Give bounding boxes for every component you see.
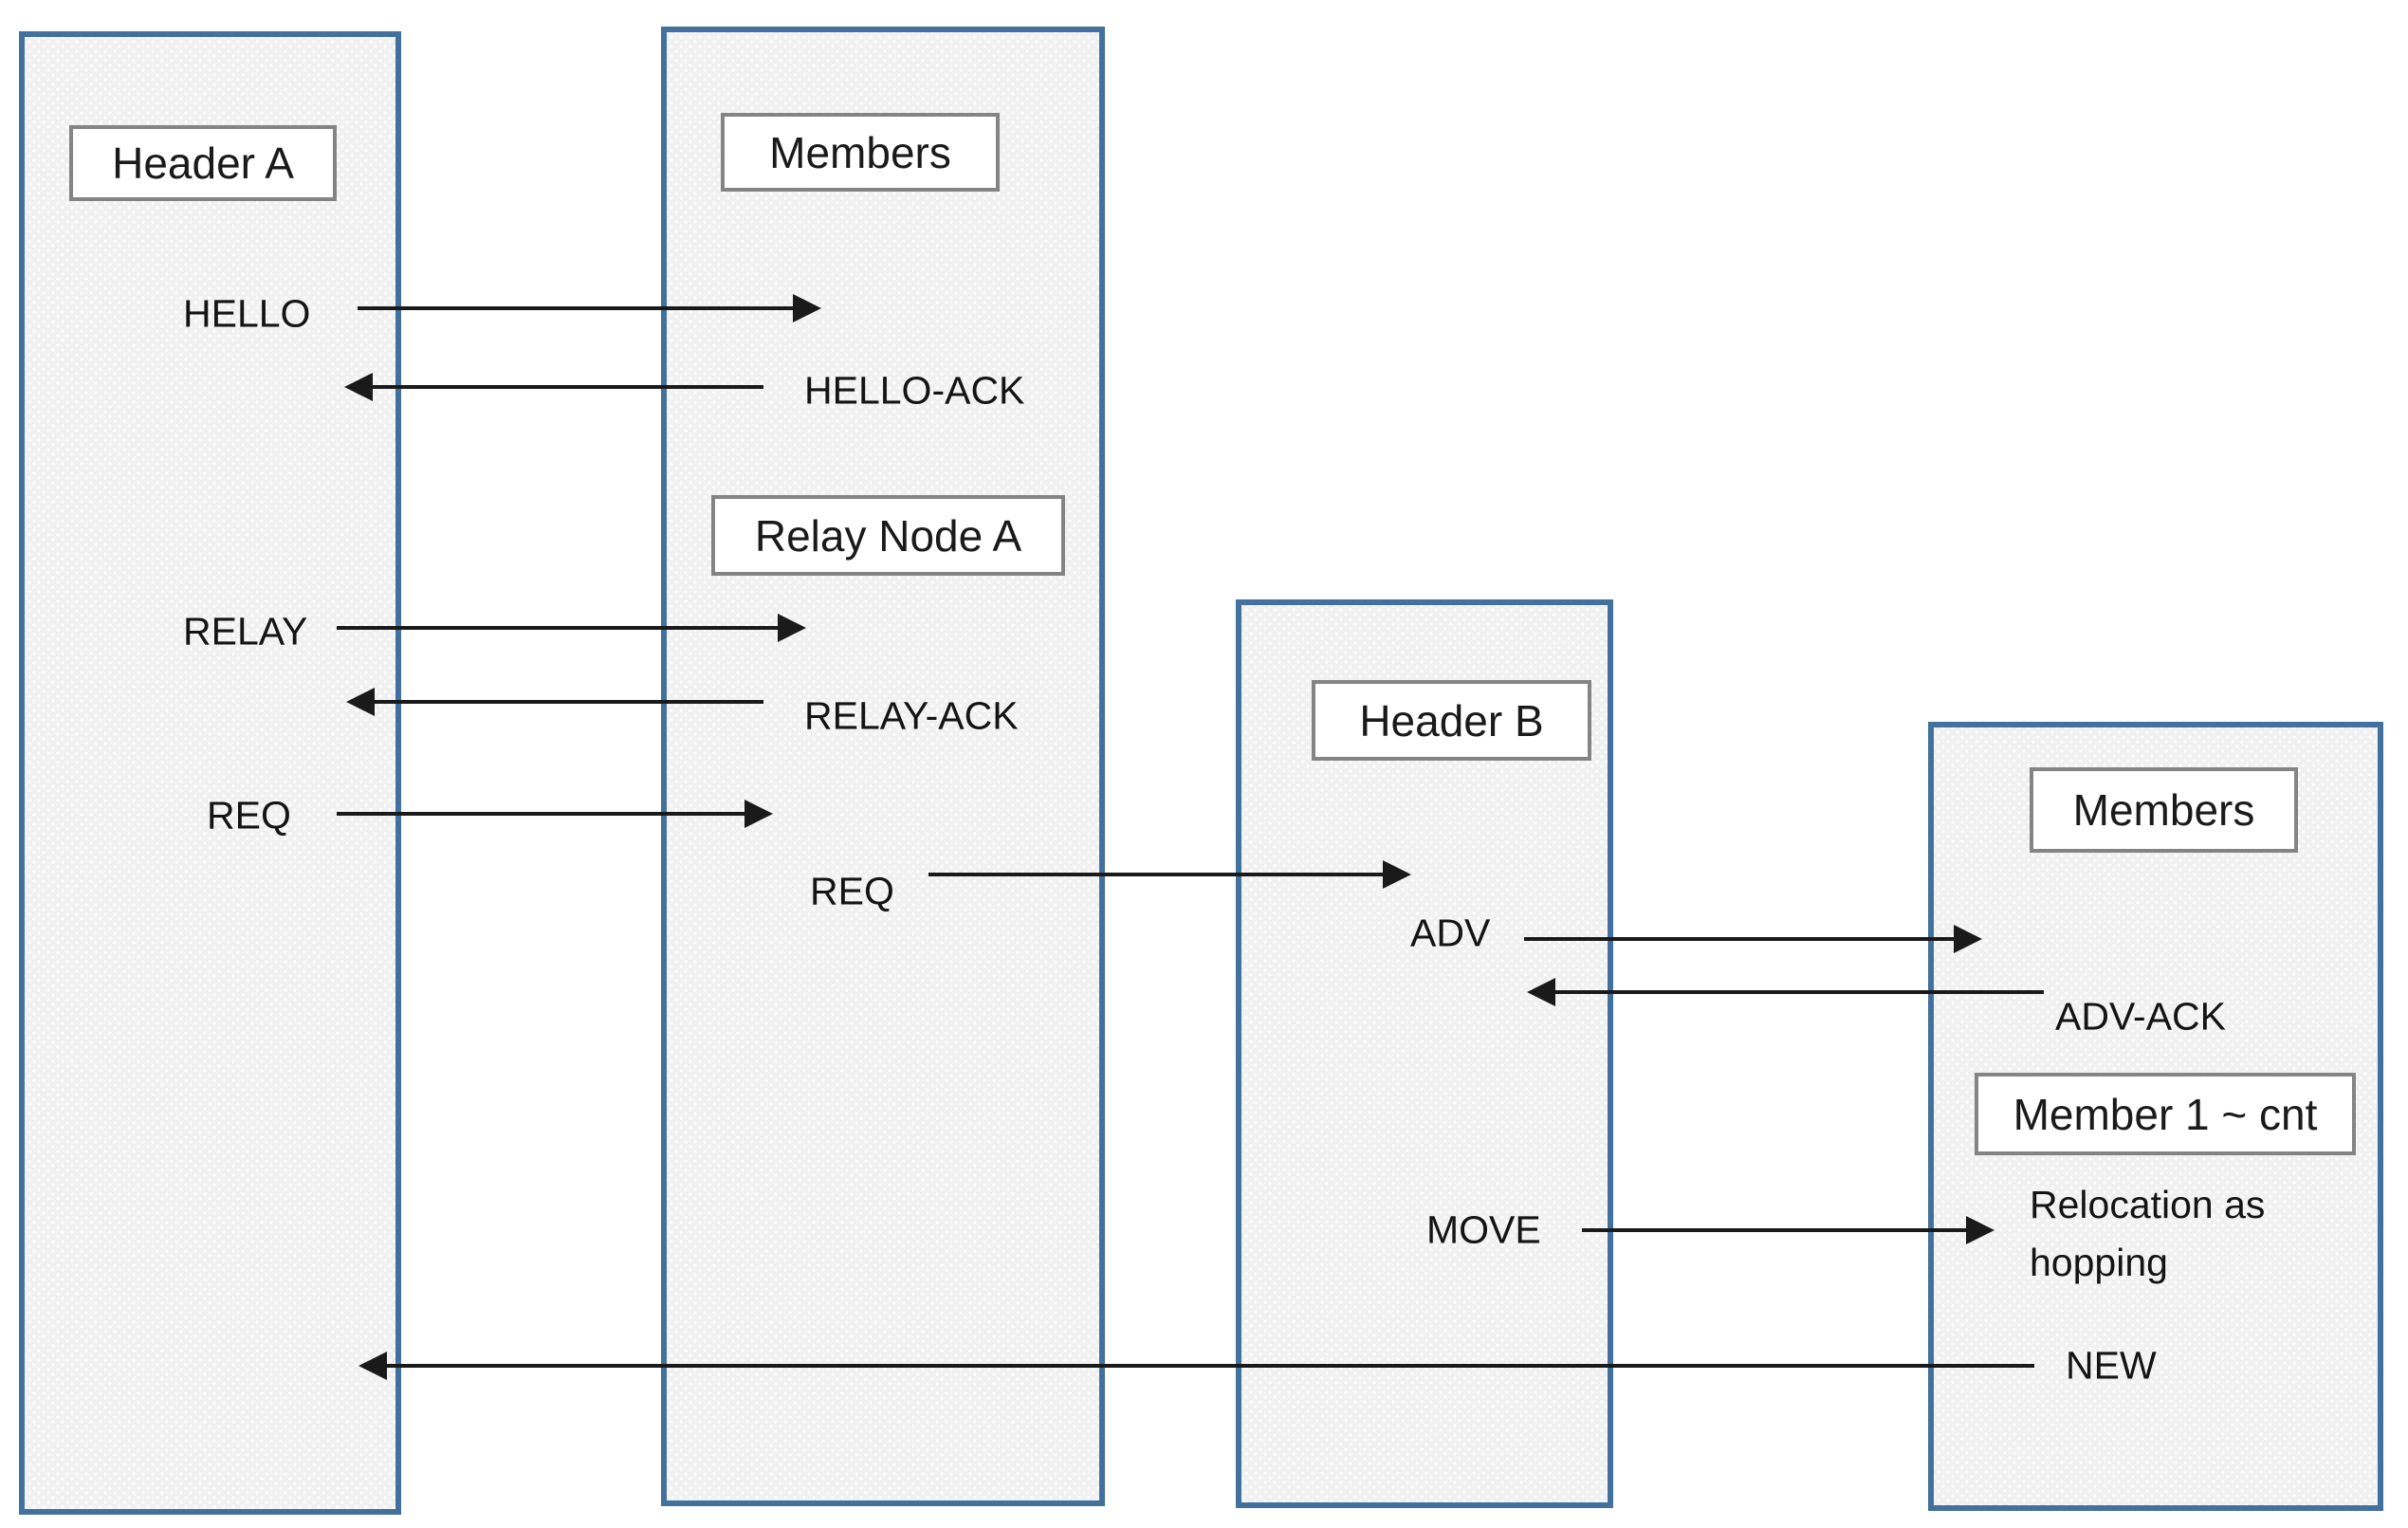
message-label-req-b: REQ [810, 869, 894, 913]
message-label-relay-ack: RELAY-ACK [804, 693, 1019, 738]
node-label-member-range: Member 1 ~ cnt [1975, 1073, 2356, 1155]
arrow-adv [1524, 925, 1982, 953]
arrow-move [1582, 1216, 1994, 1244]
message-label-new: NEW [2066, 1343, 2157, 1388]
arrow-hello-ack [344, 373, 763, 401]
message-label-adv: ADV [1410, 911, 1491, 955]
arrowhead-right-icon [1966, 1216, 1994, 1244]
message-label-hello: HELLO [183, 291, 311, 336]
node-label-relay-node-a: Relay Node A [711, 495, 1065, 576]
arrowhead-right-icon [744, 800, 773, 828]
message-label-req-a: REQ [207, 793, 291, 838]
arrow-hello [358, 294, 821, 322]
arrowhead-left-icon [1527, 978, 1555, 1006]
arrowhead-right-icon [793, 294, 821, 322]
message-label-move: MOVE [1426, 1207, 1541, 1252]
node-label-members-a: Members [721, 113, 1000, 192]
message-label-adv-ack: ADV-ACK [2055, 994, 2226, 1039]
lifeline-column-header-a [19, 31, 401, 1515]
node-label-header-b: Header B [1312, 680, 1591, 761]
message-label-relay: RELAY [183, 609, 308, 654]
arrow-adv-ack [1527, 978, 2044, 1006]
arrow-new [358, 1352, 2034, 1380]
arrowhead-right-icon [1954, 925, 1982, 953]
arrow-req-b [928, 860, 1411, 889]
arrow-relay-ack [346, 688, 763, 716]
arrowhead-left-icon [358, 1352, 387, 1380]
lifeline-column-members-relay-a [661, 27, 1105, 1506]
node-label-header-a: Header A [69, 125, 337, 201]
arrowhead-left-icon [346, 688, 375, 716]
arrow-relay [337, 614, 806, 642]
message-label-hello-ack: HELLO-ACK [804, 368, 1025, 413]
relocation-note: Relocation as hopping [2030, 1183, 2266, 1284]
arrowhead-left-icon [344, 373, 373, 401]
arrow-req-a [337, 800, 773, 828]
arrowhead-right-icon [778, 614, 806, 642]
node-label-members-b: Members [2030, 767, 2298, 853]
arrowhead-right-icon [1383, 860, 1411, 889]
